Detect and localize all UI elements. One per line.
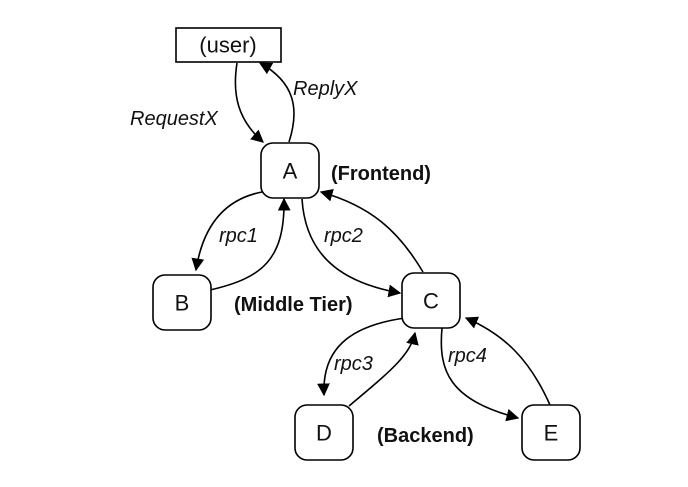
node-user-label: (user) [199,33,256,58]
rpc4-call-edge [440,327,520,422]
rpc3-call-edge [317,317,406,397]
node-b-label: B [175,291,190,316]
rpc1-label: rpc1 [219,225,258,247]
request-edge-label: RequestX [130,108,218,130]
node-a-box [260,142,320,199]
reply-edge-label: ReplyX [293,78,358,100]
node-b-box [152,274,212,331]
rpc3-return-edge [348,331,419,407]
node-e-box [521,404,581,461]
node-a-label: A [283,159,298,184]
node-c: C [401,272,461,329]
rpc2-return-edge [319,189,424,273]
frontend-tier-label: (Frontend) [331,163,431,185]
node-user-box [175,27,282,63]
node-d: D [294,404,354,461]
node-a: A [260,142,320,199]
backend-tier-label: (Backend) [377,425,474,447]
node-user: (user) [175,27,282,63]
rpc4-return-edge [464,316,551,406]
rpc2-label: rpc2 [324,225,363,247]
middle-tier-label: (Middle Tier) [234,294,353,316]
edges [191,62,551,422]
reply-edge [258,62,295,143]
node-b: B [152,274,212,331]
rpc3-label: rpc3 [334,353,373,375]
node-e-label: E [544,421,559,446]
rpc2-call-edge [301,198,402,298]
node-c-label: C [423,289,439,314]
node-c-box [401,272,461,329]
node-d-box [294,404,354,461]
rpc1-call-edge [191,191,263,272]
request-edge [234,62,264,143]
rpc1-return-edge [209,197,291,291]
node-e: E [521,404,581,461]
rpc4-label: rpc4 [448,345,487,367]
node-d-label: D [316,421,332,446]
